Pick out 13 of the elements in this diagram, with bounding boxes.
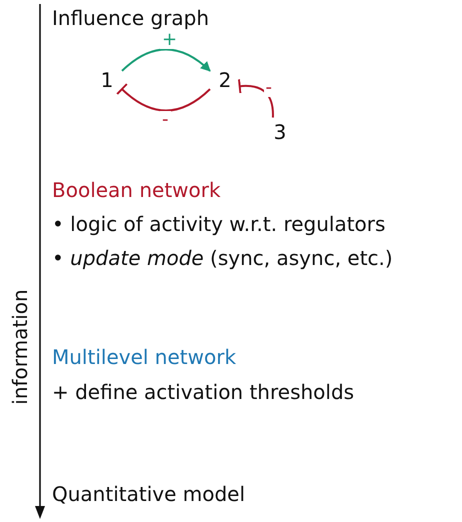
body-text: + define activation thresholds <box>52 380 354 404</box>
section-heading: Influence graph <box>52 6 210 30</box>
connector <box>238 78 274 118</box>
section-heading: Multilevel network <box>52 345 236 369</box>
section-heading: Boolean network <box>52 178 221 202</box>
node-number: 2 <box>215 68 235 92</box>
bullet-text: • update mode (sync, async, etc.) <box>52 246 393 270</box>
bullet-text: • logic of activity w.r.t. regulators <box>52 212 386 236</box>
connector <box>116 82 211 112</box>
connector <box>121 48 211 72</box>
section-heading: Quantitative model <box>52 482 246 506</box>
node-number: 3 <box>270 120 290 144</box>
node-number: 1 <box>97 68 117 92</box>
